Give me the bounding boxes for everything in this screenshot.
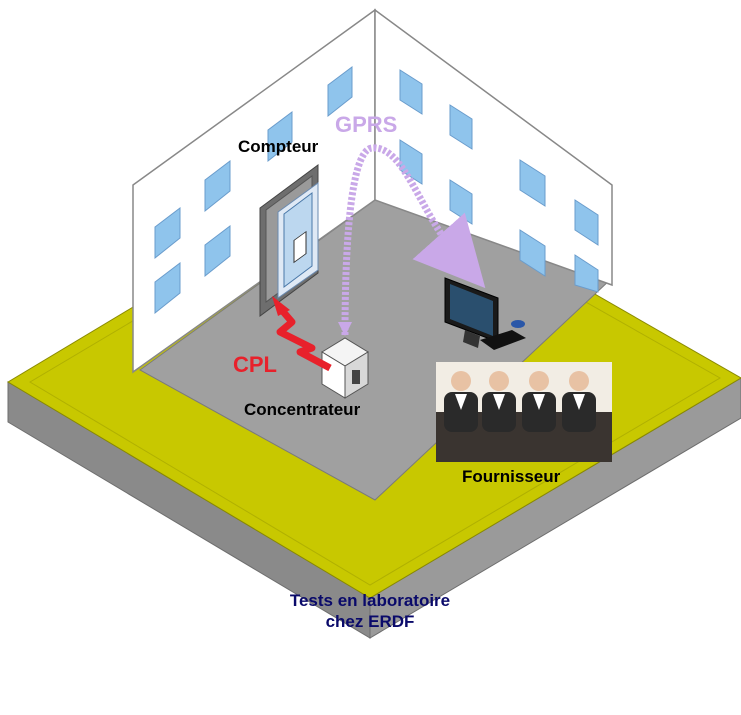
platform-caption-line2: chez ERDF bbox=[325, 612, 415, 631]
window bbox=[519, 159, 546, 207]
cpl-label: CPL bbox=[233, 352, 277, 377]
cpl-link bbox=[276, 305, 332, 372]
platform-caption-line1: Tests en laboratoire bbox=[289, 591, 451, 610]
window bbox=[519, 229, 546, 277]
computer-icon bbox=[444, 277, 526, 350]
cpl-arrowhead bbox=[272, 296, 290, 316]
concentrateur-label: Concentrateur bbox=[244, 400, 361, 419]
window bbox=[267, 111, 293, 163]
left-wall-windows bbox=[154, 66, 353, 315]
concentrator-box-icon bbox=[321, 337, 369, 399]
gprs-tail-arrow bbox=[338, 322, 352, 336]
window bbox=[399, 69, 423, 115]
electric-meter-icon bbox=[259, 164, 319, 317]
platform-caption: Tests en laboratoire chez ERDF bbox=[220, 590, 520, 632]
fournisseur-label: Fournisseur bbox=[462, 467, 561, 486]
gprs-label: GPRS bbox=[335, 112, 398, 137]
window bbox=[449, 104, 473, 150]
window bbox=[204, 159, 231, 213]
compteur-label: Compteur bbox=[238, 137, 319, 156]
window bbox=[154, 206, 181, 260]
window bbox=[574, 254, 599, 293]
gprs-link bbox=[341, 144, 486, 336]
window bbox=[154, 261, 181, 315]
people-photo bbox=[436, 362, 612, 462]
window bbox=[327, 66, 353, 118]
window bbox=[204, 224, 231, 278]
window bbox=[574, 199, 599, 246]
